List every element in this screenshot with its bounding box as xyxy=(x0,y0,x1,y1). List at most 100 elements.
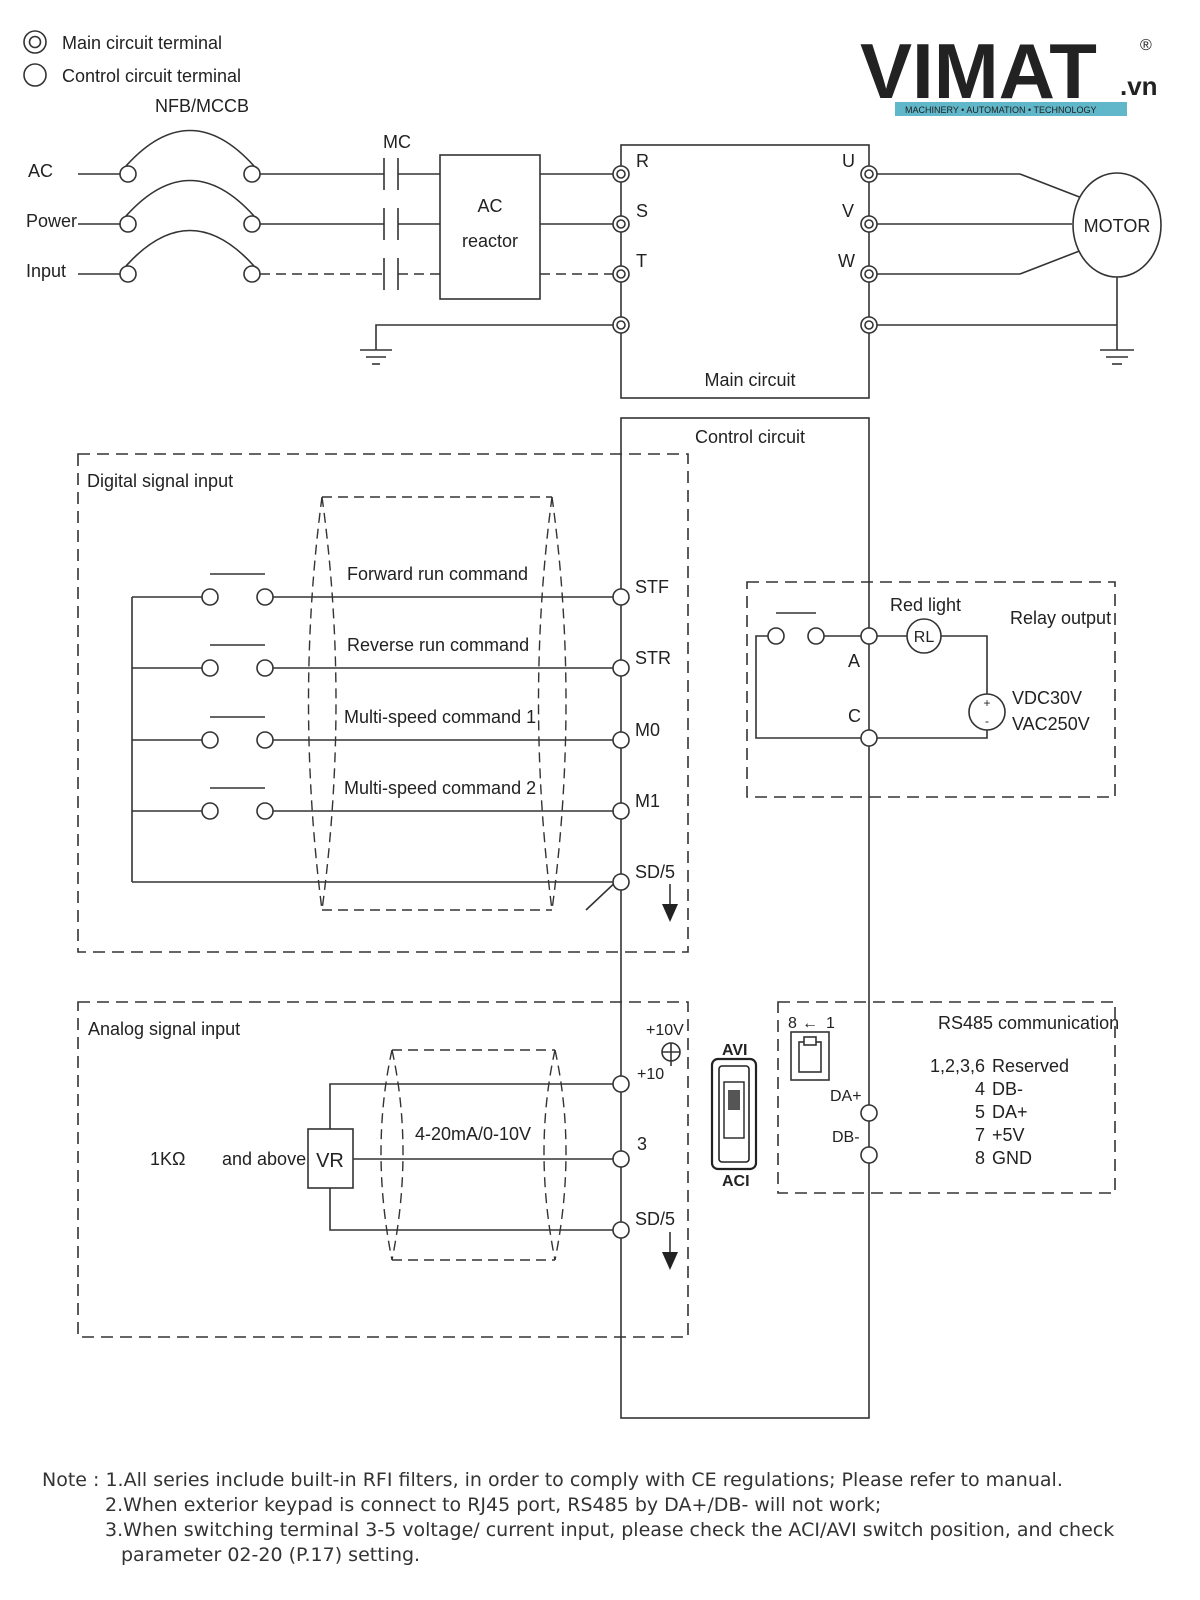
legend: Main circuit terminal Control circuit te… xyxy=(23,30,241,87)
terminal-m1: M1 xyxy=(612,791,660,820)
brand-logo: VIMAT .vn ® MACHINERY • AUTOMATION • TEC… xyxy=(860,27,1158,116)
digital-input-title: Digital signal input xyxy=(87,471,233,491)
pin-row-2-number: 4 xyxy=(975,1079,985,1099)
rj45-port-icon[interactable] xyxy=(790,1031,830,1081)
breaker-label: NFB/MCCB xyxy=(155,96,249,116)
motor: MOTOR xyxy=(877,172,1162,365)
switch-reverse: Reverse run command xyxy=(132,635,613,677)
logo-registered: ® xyxy=(1140,37,1152,54)
pin-row-2-desc: DB- xyxy=(992,1079,1023,1099)
terminal-m0: M0 xyxy=(612,720,660,749)
notes: Note : 1.All series include built-in RFI… xyxy=(42,1468,1172,1568)
pin-row-1-desc: Reserved xyxy=(992,1056,1069,1076)
terminal-s-label: S xyxy=(636,201,648,221)
terminal-stf-label: STF xyxy=(635,577,669,597)
lamp-rl-icon: RL xyxy=(906,618,942,654)
potentiometer-vr: VR xyxy=(307,1128,354,1189)
note-item-3-continued: parameter 02-20 (P.17) setting. xyxy=(121,1544,421,1566)
legend-control-terminal: Control circuit terminal xyxy=(62,66,241,86)
svg-text:+: + xyxy=(983,696,990,710)
legend-main-terminal: Main circuit terminal xyxy=(62,33,222,53)
terminal-a-label: A xyxy=(848,651,860,671)
rs485-pin-table: 1,2,3,6 Reserved 4 DB- 5 DA+ 7 +5V 8 GND xyxy=(930,1056,1069,1168)
power-source-icon: + - xyxy=(968,693,1006,731)
vr-label: VR xyxy=(316,1150,344,1172)
note-row-1: Note : 1.All series include built-in RFI… xyxy=(42,1468,1172,1493)
terminal-ground-out xyxy=(860,316,878,334)
terminal-v: V xyxy=(842,201,878,233)
terminal-u-label: U xyxy=(842,151,855,171)
terminal-plus10-label: +10 xyxy=(637,1066,664,1083)
main-circuit-title: Main circuit xyxy=(704,370,795,390)
analog-input-section: Analog signal input 1KΩ and above VR 4-2… xyxy=(77,1001,689,1338)
terminal-t: T xyxy=(612,251,647,283)
common-arrow-icon xyxy=(662,904,678,922)
terminal-str: STR xyxy=(612,648,671,677)
pin-row-4-desc: +5V xyxy=(992,1125,1025,1145)
terminal-plus10: +10 xyxy=(612,1066,664,1093)
note-item-2: 2.When exterior keypad is connect to RJ4… xyxy=(105,1494,882,1516)
terminal-m1-label: M1 xyxy=(635,791,660,811)
contactor-label: MC xyxy=(383,132,411,152)
control-circuit-title: Control circuit xyxy=(695,427,805,447)
pin-row-3-number: 5 xyxy=(975,1102,985,1122)
relay-output-title: Relay output xyxy=(1010,608,1111,628)
analog-input-title: Analog signal input xyxy=(88,1019,240,1039)
reactor-label-line1: AC xyxy=(477,196,502,216)
note-item-3: 3.When switching terminal 3-5 voltage/ c… xyxy=(105,1519,1115,1541)
relay-rating-ac: VAC250V xyxy=(1012,714,1090,734)
pin-row-5-number: 8 xyxy=(975,1148,985,1168)
terminal-sd5-analog-label: SD/5 xyxy=(635,1209,675,1229)
terminal-w: W xyxy=(838,251,878,283)
pin-row-4-number: 7 xyxy=(975,1125,985,1145)
terminal-w-label: W xyxy=(838,251,855,271)
switch-multispeed-2: Multi-speed command 2 xyxy=(132,778,613,820)
terminal-da: DA+ xyxy=(830,1088,878,1122)
terminal-ground-in xyxy=(612,316,630,334)
logo-tld: .vn xyxy=(1120,71,1158,101)
relay-output-section: Relay output Red light A C RL + - VDC30V… xyxy=(746,581,1116,798)
terminal-da-label: DA+ xyxy=(830,1088,862,1105)
terminal-db: DB- xyxy=(832,1129,878,1164)
terminal-sd5-digital: SD/5 xyxy=(612,862,678,922)
rj45-pin-arrow: ← xyxy=(802,1015,818,1032)
terminal-r: R xyxy=(612,151,649,183)
red-light-label: Red light xyxy=(890,595,961,615)
terminal-s: S xyxy=(612,201,648,233)
digital-input-section: Digital signal input Forward run command… xyxy=(77,453,689,953)
terminal-stf: STF xyxy=(612,577,669,606)
multispeed-1-label: Multi-speed command 1 xyxy=(344,707,536,727)
multispeed-2-label: Multi-speed command 2 xyxy=(344,778,536,798)
forward-run-label: Forward run command xyxy=(347,564,528,584)
control-circuit-box: Control circuit xyxy=(620,417,870,1419)
switch-label-avi: AVI xyxy=(722,1042,747,1059)
lamp-rl-label: RL xyxy=(914,629,935,646)
avi-aci-switch[interactable]: AVI ACI xyxy=(710,1042,758,1190)
logo-tagline: MACHINERY • AUTOMATION • TECHNOLOGY xyxy=(905,105,1097,115)
note-item-1: 1.All series include built-in RFI filter… xyxy=(105,1469,1063,1491)
common-arrow-icon xyxy=(662,1252,678,1270)
rs485-section: RS485 communication 8 ← 1 DA+ DB- 1,2,3,… xyxy=(777,1001,1119,1194)
logo-tagline-bar xyxy=(895,102,1127,116)
terminal-db-label: DB- xyxy=(832,1129,860,1146)
input-line-input: Input xyxy=(26,261,66,281)
terminal-c: C xyxy=(848,706,878,747)
pin-row-1-number: 1,2,3,6 xyxy=(930,1056,985,1076)
logo-text: VIMAT xyxy=(860,27,1097,115)
terminal-t-label: T xyxy=(636,251,647,271)
motor-label: MOTOR xyxy=(1084,216,1151,236)
switch-forward: Forward run command xyxy=(132,564,613,606)
resistance-label: 1KΩ xyxy=(150,1149,185,1169)
input-line-ac: AC xyxy=(28,161,53,181)
pin-row-3-desc: DA+ xyxy=(992,1102,1028,1122)
terminal-str-label: STR xyxy=(635,648,671,668)
pin-row-5-desc: GND xyxy=(992,1148,1032,1168)
contactor-mc: MC xyxy=(383,132,411,290)
rs485-title: RS485 communication xyxy=(938,1013,1119,1033)
ac-reactor: AC reactor xyxy=(439,154,541,300)
and-above-label: and above xyxy=(222,1149,306,1169)
svg-text:-: - xyxy=(985,714,989,728)
control-terminal-symbol xyxy=(23,63,47,87)
power-input-section: NFB/MCCB AC Power Input MC xyxy=(26,96,613,365)
